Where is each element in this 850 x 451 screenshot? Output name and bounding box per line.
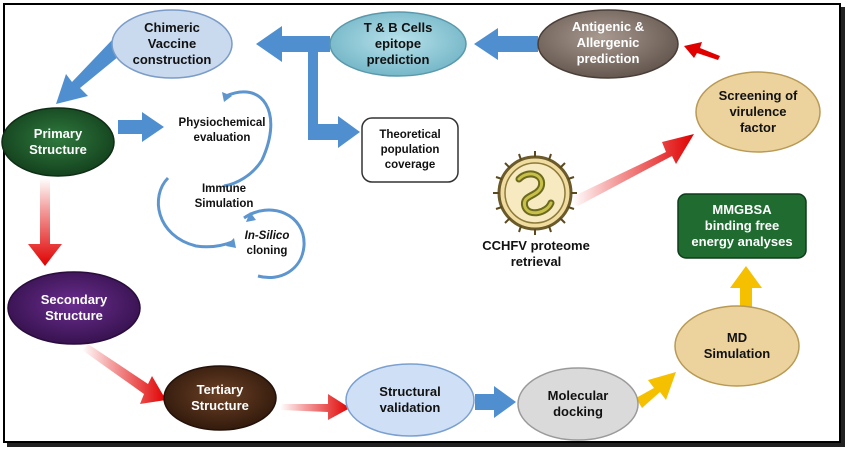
loop-arrow-physio-tip [222, 92, 232, 102]
arrow-chimeric-to-primary [56, 40, 124, 104]
arrow-cchfv-to-screening [572, 134, 694, 206]
arrow-tb-to-chimeric [256, 26, 330, 62]
label-insilico-italic: In-Silico [244, 230, 290, 242]
label-antigenic: Antigenic & Allergenic prediction [571, 19, 645, 66]
label-structural: Structural validation [379, 384, 441, 415]
node-tb-cells [329, 11, 467, 77]
arrow-structural-to-docking [475, 386, 516, 418]
label-primary: Primary Structure [29, 126, 87, 157]
arrow-tertiary-to-structural [280, 394, 350, 420]
node-docking [517, 367, 639, 441]
node-primary [1, 107, 115, 177]
label-insilico: In-Silico cloning [232, 224, 302, 264]
label-insilico-rest: cloning [246, 245, 288, 257]
label-screening: Screening of virulence factor [718, 88, 798, 135]
arrow-screening-to-antigenic [684, 42, 720, 60]
node-mmgbsa [677, 193, 807, 259]
node-theoretical [361, 117, 459, 183]
loop-arrow-insilico-tip [246, 212, 256, 222]
node-md [674, 305, 800, 387]
label-theoretical: Theoretical population coverage [379, 128, 441, 171]
node-chimeric [111, 9, 233, 79]
arrow-primary-to-secondary [28, 178, 62, 266]
arrow-md-to-mmgbsa [730, 266, 762, 308]
diagram-frame [3, 3, 841, 443]
node-tertiary [163, 365, 277, 431]
arrow-secondary-to-tertiary [82, 344, 166, 404]
node-antigenic [537, 9, 679, 79]
arrow-primary-to-physio [118, 112, 164, 142]
label-tertiary: Tertiary Structure [191, 382, 249, 413]
label-cchfv: CCHFV proteome retrieval [482, 238, 590, 269]
label-docking: Molecular docking [547, 388, 609, 419]
node-structural [345, 363, 475, 437]
arrow-docking-to-md [636, 372, 676, 408]
loop-arrow-immune-tip [226, 238, 236, 248]
loop-arrow-insilico [243, 208, 306, 279]
node-screening [695, 71, 821, 153]
loop-arrow-physio [223, 90, 273, 188]
label-physio: Physiochemical evaluation [178, 117, 266, 144]
label-immune: Immune Simulation [194, 183, 254, 210]
loop-arrow-immune [156, 176, 233, 249]
arrow-antigenic-to-tb [474, 28, 538, 60]
label-md: MD Simulation [703, 330, 771, 361]
label-secondary: Secondary Structure [40, 292, 108, 323]
label-chimeric: Chimeric Vaccine construction [132, 20, 212, 67]
label-mmgbsa: MMGBSA binding free energy analyses [691, 202, 793, 249]
arrow-to-theoretical [308, 50, 360, 148]
virus-icon [493, 151, 577, 235]
label-tb-cells: T & B Cells epitope prediction [363, 20, 433, 67]
node-secondary [7, 271, 141, 345]
